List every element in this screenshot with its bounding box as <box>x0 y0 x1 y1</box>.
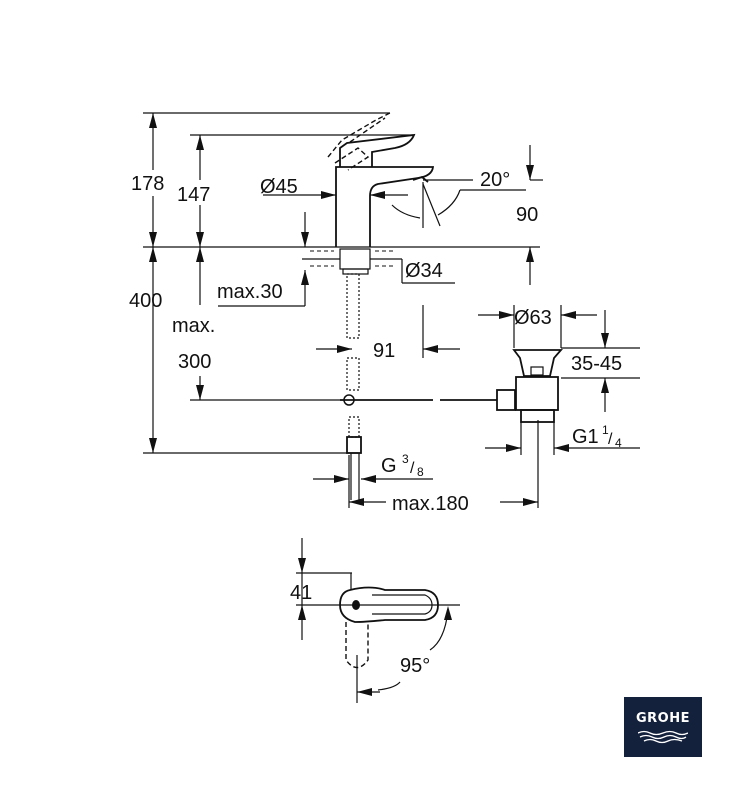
logo-text: GROHE <box>636 711 690 726</box>
hose-thread-slash: / <box>410 460 415 477</box>
wave-icon <box>638 730 688 744</box>
dim-body-diameter: Ø45 <box>260 176 298 198</box>
dim-handle-rotation: 95° <box>400 655 430 677</box>
waste-thread-slash: / <box>608 431 613 448</box>
dim-drain-height: 300 <box>178 351 211 373</box>
dim-hose-thread: G 3 / 8 <box>381 452 424 479</box>
waste-thread-main: G1 <box>572 426 599 448</box>
dim-spout-reach: 91 <box>373 340 395 362</box>
dim-hole-diameter: Ø34 <box>405 260 443 282</box>
grohe-logo: GROHE <box>624 697 702 757</box>
dim-spout-angle: 20° <box>480 169 510 191</box>
waste-thread-num: 1 <box>602 423 609 437</box>
dim-spout-height: 147 <box>177 184 210 206</box>
faucet-side-view <box>310 112 563 500</box>
dim-handle-offset: 41 <box>290 582 312 604</box>
handle-top-view <box>296 538 460 703</box>
dim-waste-diameter: Ø63 <box>514 307 552 329</box>
hose-thread-num: 3 <box>402 452 409 466</box>
dim-waste-range: 35-45 <box>571 353 622 375</box>
hose-thread-den: 8 <box>417 465 424 479</box>
dim-max-deck: max.30 <box>217 281 283 303</box>
dimension-lines <box>143 112 640 508</box>
waste-thread-den: 4 <box>615 436 622 450</box>
dim-spout-clearance: 90 <box>516 204 538 226</box>
dim-total-height: 178 <box>131 173 164 195</box>
dim-hose-length: 400 <box>129 290 162 312</box>
dim-max-label: max. <box>172 315 215 337</box>
dim-max-distance: max.180 <box>392 493 469 515</box>
dim-waste-thread: G1 1 / 4 <box>572 423 622 450</box>
hose-thread-main: G <box>381 455 397 477</box>
